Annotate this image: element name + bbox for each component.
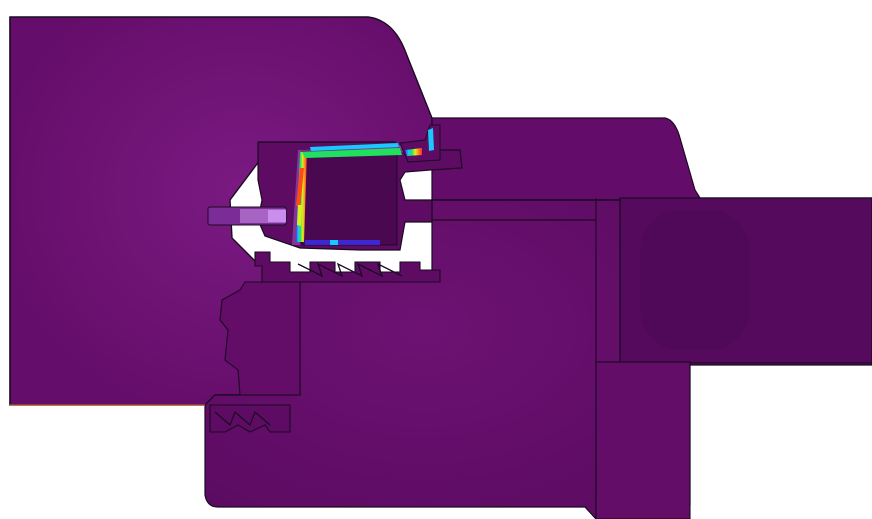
thermal-hotpath-horizontal <box>302 148 402 158</box>
glass-cavity <box>301 149 398 246</box>
glazing-inner-shade <box>640 210 750 350</box>
stepped-profile <box>219 281 301 396</box>
thermal-bottom-strip <box>305 240 380 245</box>
corrugated-rail <box>254 251 441 283</box>
fastener-hot <box>268 210 286 222</box>
thermal-hotspot-mid <box>297 205 302 226</box>
seal-bottom-zigzag <box>214 410 271 427</box>
thermal-hotspot-core <box>296 168 304 210</box>
seal-clip-thermal <box>405 148 422 156</box>
frame-sub-block <box>595 361 691 519</box>
seal-clip-hot <box>428 128 434 151</box>
corrugated-zigzag <box>297 262 403 278</box>
thermal-bottom-strip-spot <box>330 240 338 245</box>
thermal-hotpath-top <box>310 143 399 151</box>
